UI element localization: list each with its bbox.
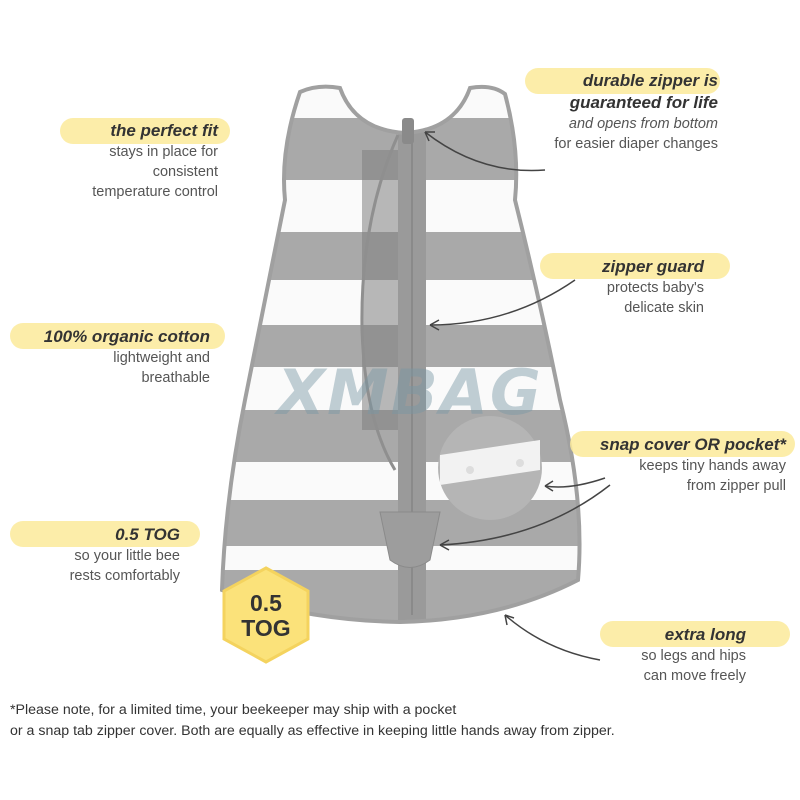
tog-hexagon-badge	[222, 566, 310, 664]
callout-zipper-guard: zipper guard protects baby's delicate sk…	[540, 253, 730, 318]
callout-title: 0.5 TOG	[115, 525, 180, 544]
callout-title: zipper guard	[601, 257, 704, 276]
callout-title: snap cover OR pocket*	[599, 435, 786, 454]
callout-durable-zipper: durable zipper is guaranteed for life an…	[500, 68, 720, 154]
watermark: XMBAG	[277, 356, 543, 429]
tog-badge-label: 0.5 TOG	[241, 590, 291, 641]
callout-extra-long: extra long so legs and hips can move fre…	[600, 621, 790, 686]
callout-title: the perfect fit	[110, 121, 218, 140]
callout-organic-cotton: 100% organic cotton lightweight and brea…	[10, 323, 225, 388]
callout-arrows	[424, 131, 611, 661]
callout-title: extra long	[664, 625, 746, 644]
snap-pocket	[438, 416, 542, 520]
callout-tog: 0.5 TOG so your little bee rests comfort…	[10, 521, 200, 586]
callout-perfect-fit: the perfect fit stays in place for consi…	[20, 118, 230, 202]
footnote: *Please note, for a limited time, your b…	[10, 702, 615, 739]
callout-title: 100% organic cotton	[43, 327, 210, 346]
callout-snap-cover: snap cover OR pocket* keeps tiny hands a…	[560, 431, 795, 496]
